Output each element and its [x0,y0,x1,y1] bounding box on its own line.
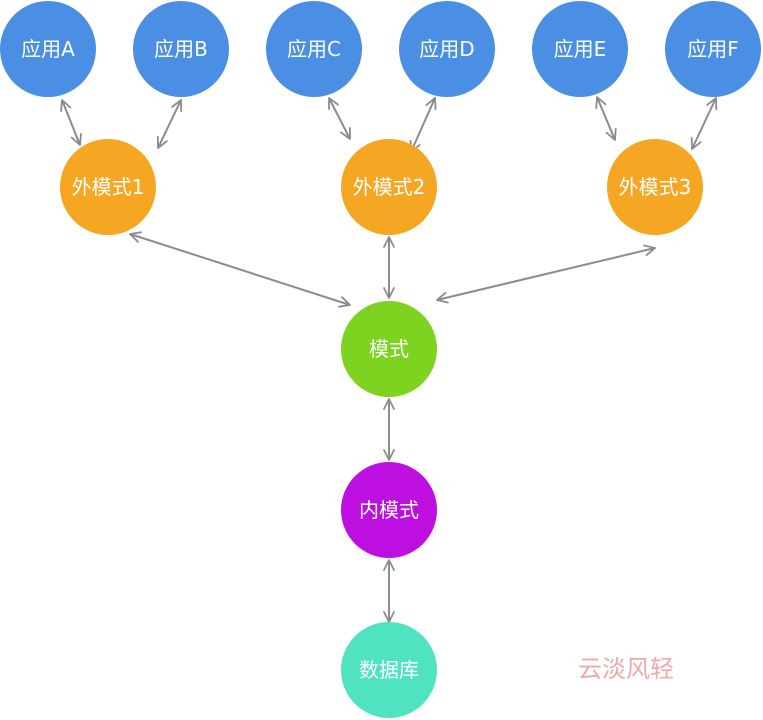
node-label-ext3: 外模式3 [619,175,692,199]
node-label-database: 数据库 [359,658,419,682]
edge-appE-ext3 [595,96,617,141]
node-appC: 应用C [266,1,362,97]
node-circle-ext1 [60,139,156,235]
node-circle-ext3 [607,139,703,235]
node-label-appB: 应用B [154,37,208,61]
node-circle-internal [341,462,437,558]
edge-ext3-schema [436,244,656,304]
node-label-ext2: 外模式2 [353,175,426,199]
node-label-ext1: 外模式1 [72,175,145,199]
node-label-appF: 应用F [687,37,739,61]
watermark-text: 云淡风轻 [578,655,674,683]
node-label-appD: 应用D [419,37,474,61]
node-circle-appF [665,1,761,97]
node-schema: 模式 [341,301,437,397]
edge-appB-ext1 [156,99,183,149]
node-circle-appD [399,1,495,97]
edge-appF-ext3 [690,97,718,150]
node-circle-appB [133,1,229,97]
node-appA: 应用A [0,1,96,97]
edge-appD-ext2 [409,97,437,153]
edges-layer [60,96,718,623]
node-appF: 应用F [665,1,761,97]
node-appE: 应用E [532,1,628,97]
node-circle-ext2 [341,139,437,235]
node-label-schema: 模式 [369,337,409,361]
node-appB: 应用B [133,1,229,97]
node-circle-appA [0,1,96,97]
node-label-appC: 应用C [287,37,341,61]
node-ext3: 外模式3 [607,139,703,235]
edge-appC-ext2 [328,97,351,140]
node-ext1: 外模式1 [60,139,156,235]
node-label-appA: 应用A [21,37,75,61]
node-internal: 内模式 [341,462,437,558]
node-circle-database [341,622,437,718]
node-ext2: 外模式2 [341,139,437,235]
edge-appA-ext1 [60,99,82,146]
node-label-appE: 应用E [554,37,607,61]
node-appD: 应用D [399,1,495,97]
edge-ext1-schema [129,231,351,308]
node-circle-appC [266,1,362,97]
node-database: 数据库 [341,622,437,718]
node-label-internal: 内模式 [359,498,419,522]
node-circle-schema [341,301,437,397]
node-circle-appE [532,1,628,97]
